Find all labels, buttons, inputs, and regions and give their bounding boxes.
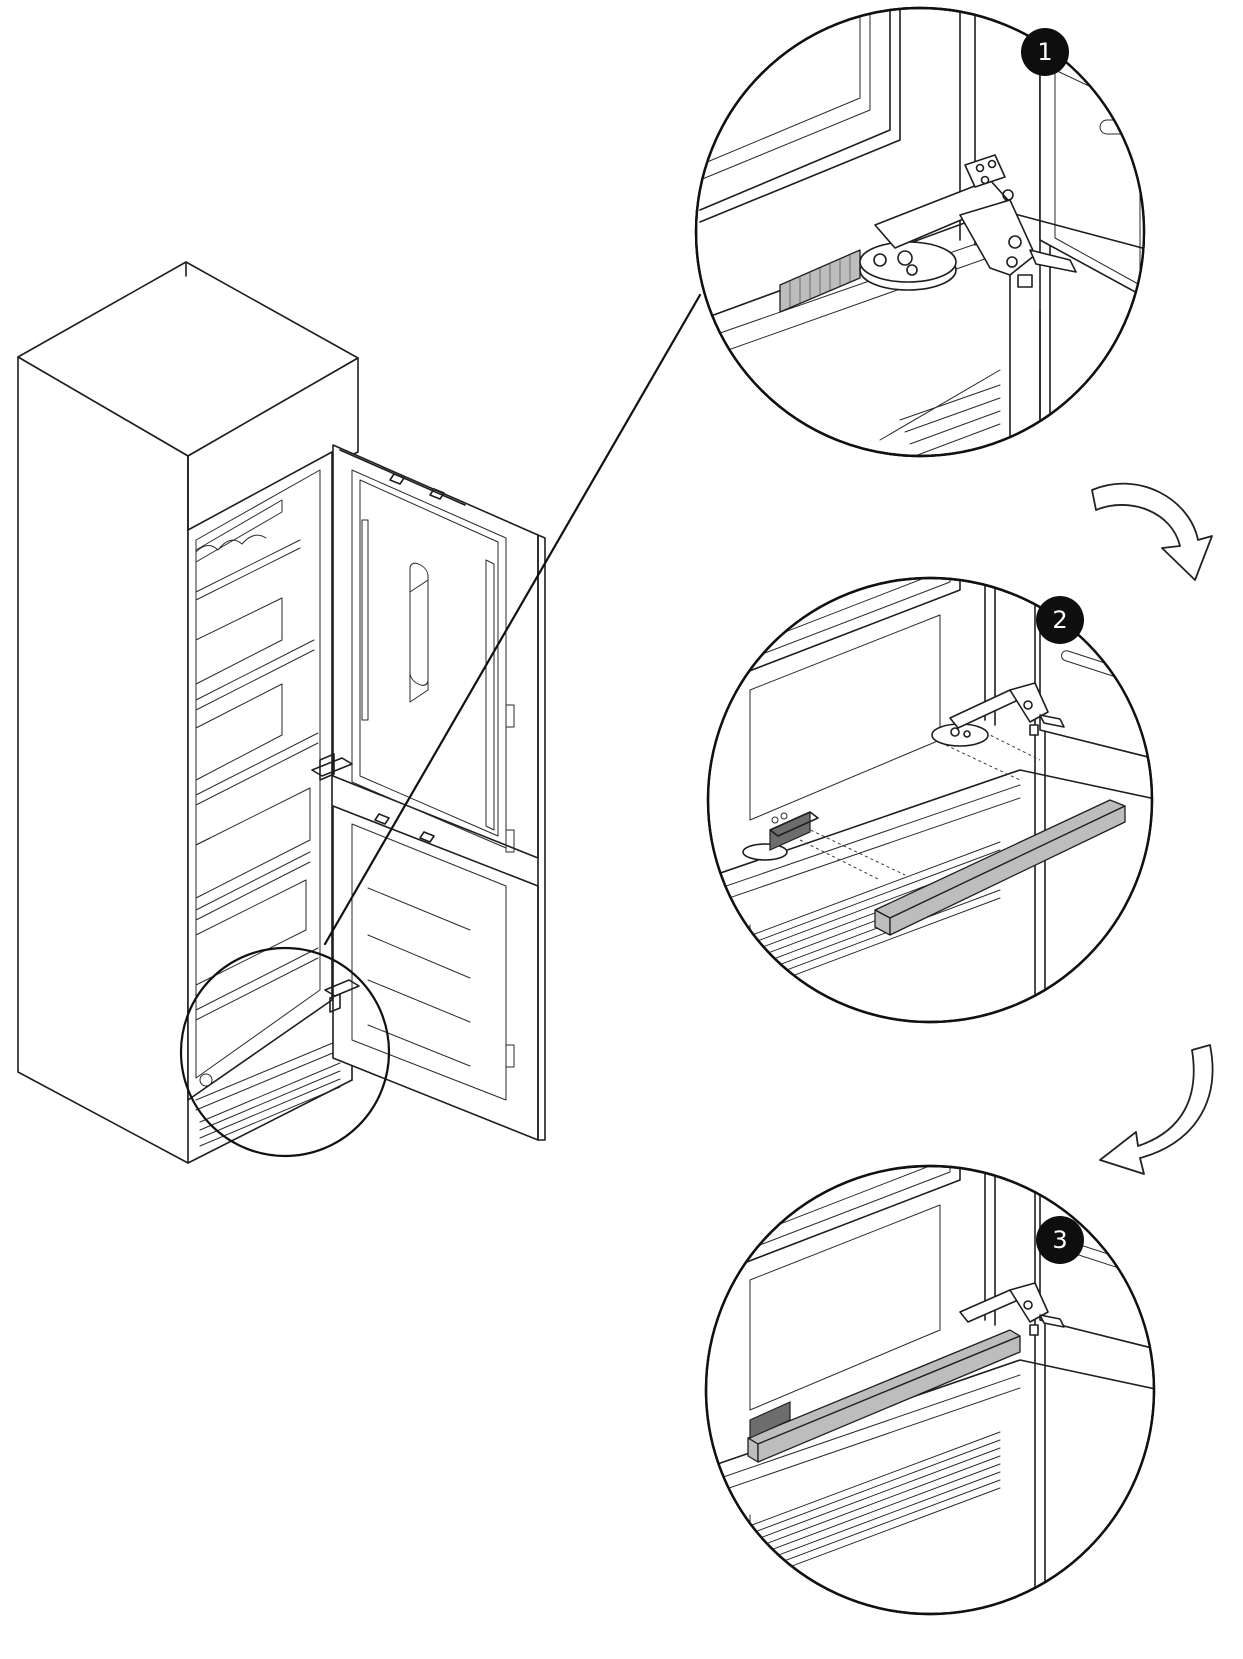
step-number-1: 1 — [1037, 38, 1052, 66]
curved-arrow-icon-2 — [1099, 1044, 1214, 1175]
step-badge-3: 3 — [1036, 1216, 1084, 1264]
curved-arrow-icon-1 — [1091, 482, 1213, 581]
step-number-2: 2 — [1052, 606, 1067, 634]
hinge-assembly — [859, 154, 1077, 291]
interior-shelves — [195, 499, 319, 1021]
connector-line — [323, 293, 702, 946]
fridge-door-lower — [332, 805, 539, 1141]
step-3-detail — [704, 1164, 1156, 1616]
step-2-detail — [706, 576, 1154, 1024]
cabinet-vent-grille — [187, 1039, 353, 1164]
cabinet-hinges — [311, 753, 360, 1013]
hinge-assembly-2 — [931, 682, 1065, 747]
fridge-interior — [187, 451, 333, 1101]
cabinet-left-side — [17, 356, 189, 1164]
step-1-detail — [694, 6, 1146, 458]
step-badge-1: 1 — [1021, 28, 1069, 76]
step-badge-2: 2 — [1036, 596, 1084, 644]
furniture-door-edge — [537, 534, 546, 1141]
hinge-assembly-3 — [959, 1282, 1065, 1336]
fridge-door-upper — [332, 444, 539, 859]
step-number-3: 3 — [1052, 1226, 1067, 1254]
fridge-cabinet — [17, 261, 546, 1164]
magnifier-small — [179, 946, 391, 1158]
